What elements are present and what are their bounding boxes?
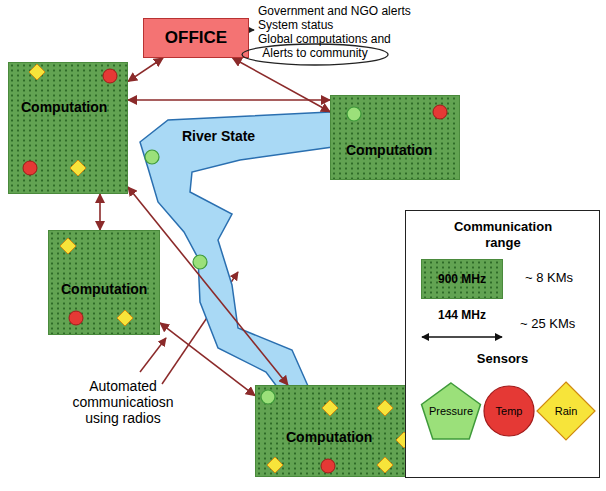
legend-text: 144 MHz bbox=[421, 307, 503, 323]
community-region: Computation bbox=[48, 230, 160, 335]
node-label: Computation bbox=[61, 281, 147, 298]
sensor-layer bbox=[331, 96, 461, 181]
text-label: Automated communicatiosn using radios bbox=[68, 378, 178, 426]
legend-heading: Communication range bbox=[443, 219, 563, 251]
community-region: Computation bbox=[8, 62, 128, 194]
sensor-group bbox=[23, 64, 117, 176]
rain-sensor bbox=[377, 457, 393, 473]
radio-link bbox=[128, 58, 163, 81]
text-label: Global computations and bbox=[258, 32, 391, 46]
legend-box: Communication rangeSensors 900 MHz 144 MHz… bbox=[405, 210, 600, 478]
temp-sensor bbox=[103, 69, 117, 83]
radio-link bbox=[233, 58, 330, 112]
ellipse-shape bbox=[242, 44, 388, 65]
circled-alert: Alerts to community bbox=[242, 45, 388, 64]
label-holder: ~ 8 KMs bbox=[525, 270, 573, 285]
label-holder: Global computations and bbox=[258, 32, 391, 46]
rain-sensor bbox=[267, 457, 283, 473]
sensor-group bbox=[261, 390, 412, 473]
label-holder: ~ 25 KMs bbox=[520, 316, 575, 331]
radio-link bbox=[128, 187, 288, 385]
range-arrow bbox=[422, 336, 502, 338]
legend-text: Temp bbox=[483, 385, 535, 437]
legend-heading: Sensors bbox=[406, 351, 599, 367]
community-region: Computation bbox=[255, 385, 420, 477]
rain-symbol bbox=[537, 382, 595, 440]
legend-text: Rain bbox=[536, 381, 596, 441]
radio-link bbox=[160, 323, 255, 396]
node-label: Computation bbox=[21, 99, 107, 116]
legend-text: 900 MHz bbox=[422, 260, 502, 298]
sensor-layer bbox=[9, 63, 129, 195]
leader-line bbox=[140, 338, 166, 372]
node-label: Computation bbox=[346, 142, 432, 159]
radio-link bbox=[128, 99, 330, 101]
temp-symbol bbox=[484, 386, 534, 436]
rain-sensor bbox=[60, 238, 76, 254]
sensor-group bbox=[347, 105, 447, 121]
legend-item: Rain bbox=[536, 381, 596, 441]
legend-swatch: 900 MHz bbox=[421, 259, 503, 299]
rain-sensor bbox=[70, 160, 86, 176]
text-label: Government and NGO alerts bbox=[258, 4, 411, 18]
temp-sensor bbox=[69, 311, 83, 325]
temp-sensor bbox=[321, 459, 335, 473]
rain-sensor bbox=[377, 400, 393, 416]
text-label: System status bbox=[258, 18, 333, 32]
radio-link bbox=[99, 194, 101, 230]
river-water bbox=[140, 104, 368, 396]
node-label: OFFICE bbox=[144, 19, 248, 56]
node-label: River State bbox=[182, 128, 255, 145]
text-label: ~ 8 KMs bbox=[525, 270, 573, 285]
label-holder: Government and NGO alerts bbox=[258, 4, 411, 18]
label-holder: System status bbox=[258, 18, 333, 32]
legend-item: 144 MHz bbox=[421, 307, 503, 343]
community-region: Computation bbox=[330, 95, 460, 180]
legend-item: Temp bbox=[483, 385, 535, 437]
node-label: Computation bbox=[286, 429, 372, 446]
rain-sensor bbox=[322, 400, 338, 416]
pressure-sensor bbox=[145, 150, 159, 164]
legend-text: Pressure bbox=[419, 379, 483, 443]
legend-item: Pressure bbox=[419, 379, 483, 443]
pressure-sensor bbox=[347, 107, 361, 121]
rain-sensor bbox=[117, 310, 133, 326]
temp-sensor bbox=[23, 161, 37, 175]
rain-sensor bbox=[29, 64, 45, 80]
pressure-sensor bbox=[193, 255, 207, 269]
label-holder: Automated communicatiosn using radios bbox=[68, 378, 178, 426]
pressure-sensor bbox=[261, 390, 275, 404]
temp-sensor bbox=[433, 105, 447, 119]
node-label: Alerts to community bbox=[242, 45, 388, 61]
river-group bbox=[140, 104, 368, 396]
text-label: ~ 25 KMs bbox=[520, 316, 575, 331]
office-box: OFFICE bbox=[143, 18, 249, 58]
